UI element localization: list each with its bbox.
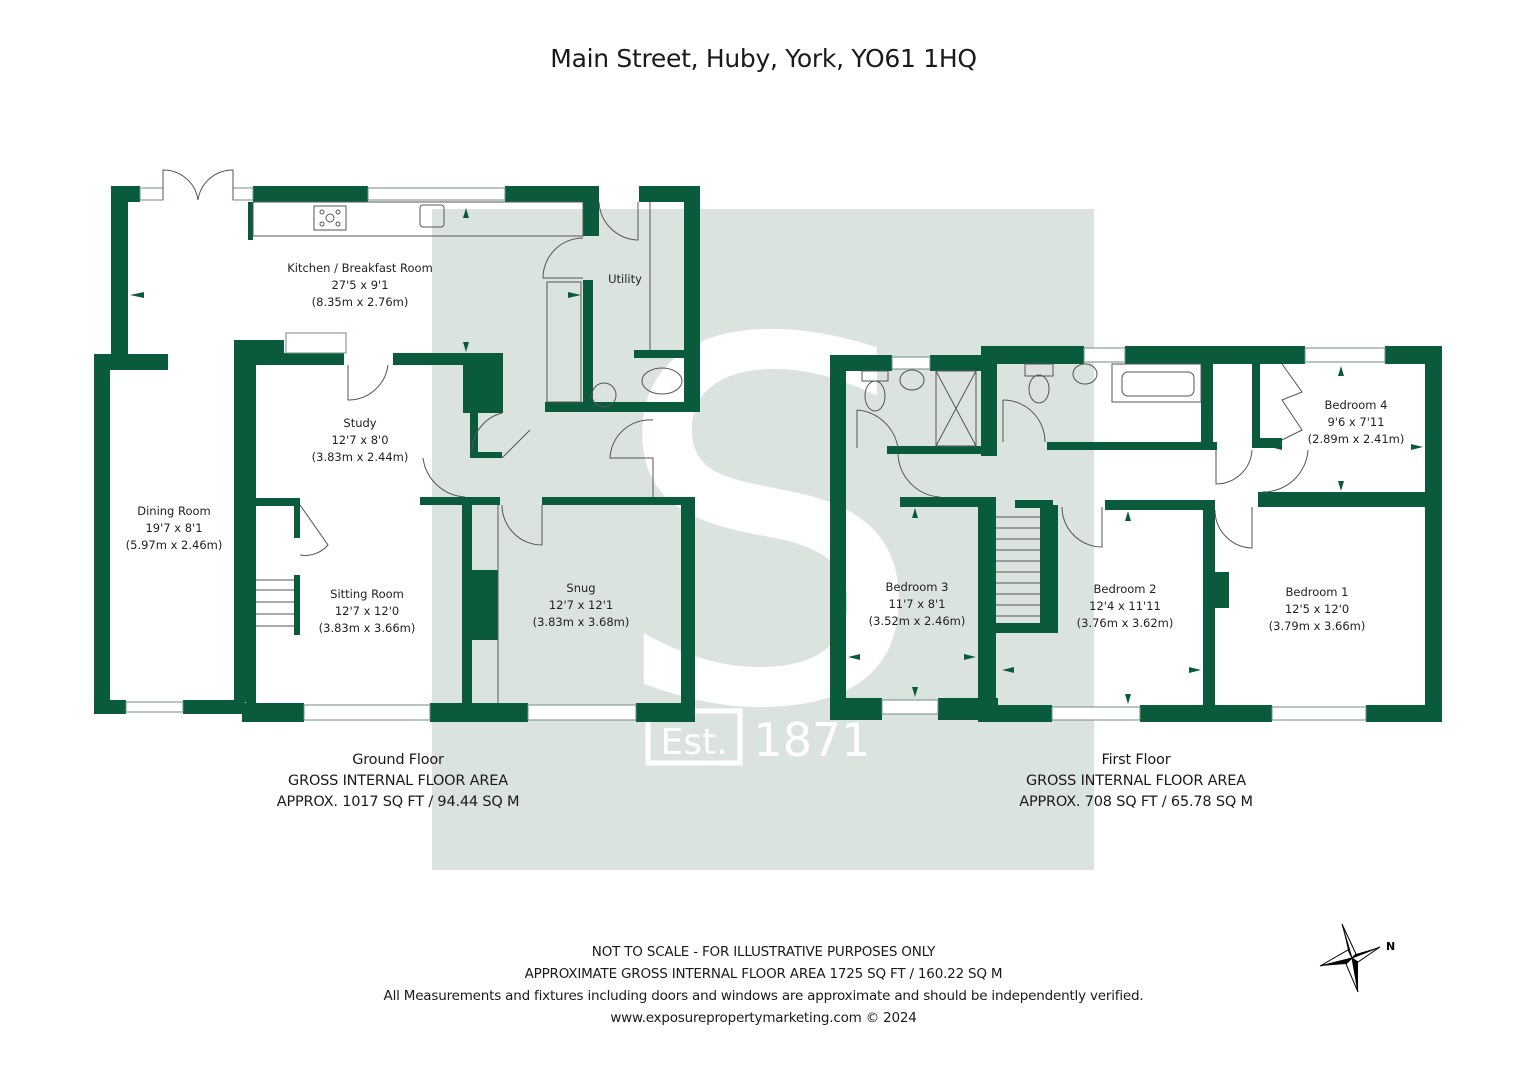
disclaimer-total-area: APPROXIMATE GROSS INTERNAL FLOOR AREA 17… — [524, 966, 1003, 982]
room-imperial: 11'7 x 8'1 — [888, 597, 946, 611]
page-title: Main Street, Huby, York, YO61 1HQ — [550, 44, 977, 73]
disclaimer-scale: NOT TO SCALE - FOR ILLUSTRATIVE PURPOSES… — [591, 944, 936, 960]
watermark-year: 1871 — [753, 713, 870, 767]
room-name: Bedroom 1 — [1285, 585, 1349, 599]
room-bedroom-1: Bedroom 1 12'5 x 12'0 (3.79m x 3.66m) — [1269, 584, 1366, 635]
room-metric: (3.83m x 2.44m) — [311, 450, 409, 464]
room-metric: (3.83m x 3.68m) — [532, 615, 630, 629]
room-name: Bedroom 3 — [885, 580, 949, 594]
room-name: Study — [343, 416, 377, 430]
room-metric: (3.83m x 3.66m) — [318, 621, 416, 635]
floor-name: Ground Floor — [352, 752, 444, 768]
first-floor-caption: First Floor GROSS INTERNAL FLOOR AREA AP… — [1019, 750, 1253, 813]
first-floor-dimension-arrows — [848, 366, 1423, 704]
room-bedroom-3: Bedroom 3 11'7 x 8'1 (3.52m x 2.46m) — [869, 579, 966, 630]
room-name: Dining Room — [137, 504, 211, 518]
room-utility: Utility — [608, 271, 642, 288]
room-study: Study 12'7 x 8'0 (3.83m x 2.44m) — [312, 415, 409, 466]
room-imperial: 12'5 x 12'0 — [1284, 602, 1350, 616]
room-name: Snug — [566, 581, 596, 595]
footer-website: www.exposurepropertymarketing.com © 2024 — [610, 1010, 917, 1026]
compass-north-label: N — [1386, 940, 1395, 953]
room-bedroom-4: Bedroom 4 9'6 x 7'11 (2.89m x 2.41m) — [1308, 397, 1405, 448]
room-metric: (3.76m x 3.62m) — [1076, 616, 1174, 630]
room-name: Sitting Room — [330, 587, 404, 601]
room-metric: (3.52m x 2.46m) — [868, 614, 966, 628]
room-imperial: 12'7 x 12'1 — [548, 598, 614, 612]
floor-area-label: GROSS INTERNAL FLOOR AREA — [1026, 773, 1246, 789]
floor-area-label: GROSS INTERNAL FLOOR AREA — [288, 773, 508, 789]
room-imperial: 27'5 x 9'1 — [331, 278, 389, 292]
room-metric: (8.35m x 2.76m) — [311, 295, 409, 309]
room-name: Bedroom 4 — [1324, 398, 1388, 412]
room-sitting: Sitting Room 12'7 x 12'0 (3.83m x 3.66m) — [319, 586, 416, 637]
room-bedroom-2: Bedroom 2 12'4 x 11'11 (3.76m x 3.62m) — [1077, 581, 1174, 632]
room-imperial: 12'4 x 11'11 — [1089, 599, 1161, 613]
floor-area-value: APPROX. 708 SQ FT / 65.78 SQ M — [1019, 794, 1253, 810]
floor-name: First Floor — [1101, 752, 1171, 768]
floor-area-value: APPROX. 1017 SQ FT / 94.44 SQ M — [276, 794, 520, 810]
room-kitchen-breakfast: Kitchen / Breakfast Room 27'5 x 9'1 (8.3… — [287, 260, 433, 311]
room-name: Utility — [608, 272, 642, 286]
compass-rose-icon: N — [1319, 923, 1395, 993]
room-metric: (3.79m x 3.66m) — [1268, 619, 1366, 633]
room-metric: (5.97m x 2.46m) — [125, 538, 223, 552]
room-metric: (2.89m x 2.41m) — [1307, 432, 1405, 446]
first-floor-fixtures — [856, 363, 1309, 617]
room-name: Bedroom 2 — [1093, 582, 1157, 596]
watermark-est: Est. — [660, 722, 727, 763]
room-imperial: 12'7 x 8'0 — [331, 433, 389, 447]
room-imperial: 12'7 x 12'0 — [334, 604, 400, 618]
ground-floor-fixtures — [162, 169, 683, 703]
room-snug: Snug 12'7 x 12'1 (3.83m x 3.68m) — [533, 580, 630, 631]
room-name: Kitchen / Breakfast Room — [287, 261, 433, 275]
ground-floor-windows — [125, 187, 637, 721]
first-floor-windows — [881, 347, 1386, 721]
ground-floor-dimension-arrows — [130, 208, 581, 352]
ground-floor-caption: Ground Floor GROSS INTERNAL FLOOR AREA A… — [277, 750, 520, 813]
disclaimer-measurements: All Measurements and fixtures including … — [383, 988, 1144, 1004]
room-imperial: 9'6 x 7'11 — [1327, 415, 1385, 429]
room-imperial: 19'7 x 8'1 — [145, 521, 203, 535]
first-floor-walls — [830, 346, 1442, 722]
ground-floor-walls — [94, 186, 700, 722]
footer-disclaimer: NOT TO SCALE - FOR ILLUSTRATIVE PURPOSES… — [0, 941, 1527, 1029]
room-dining: Dining Room 19'7 x 8'1 (5.97m x 2.46m) — [126, 503, 223, 554]
